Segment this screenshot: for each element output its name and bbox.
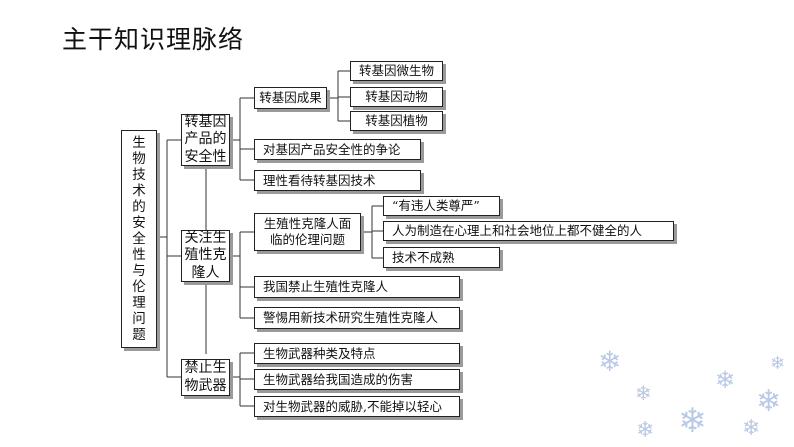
node-cloning-ethics-line: 生殖性克隆人面	[263, 216, 352, 231]
snowflake-icon: ❄	[636, 418, 655, 443]
branch-bioweapons-line: 禁止生	[184, 360, 227, 376]
branch-gmo-safety: 转基因 产品的 安全性	[181, 114, 230, 166]
root-char: 物	[132, 151, 146, 167]
snowflake-icon: ❄	[598, 345, 622, 378]
root-node: 生物技术的安全性与伦理问题	[121, 130, 157, 348]
node-gmo-achievements: 转基因成果	[254, 87, 327, 109]
root-char: 问	[132, 311, 146, 327]
node-gmo-plant: 转基因植物	[350, 111, 443, 131]
root-char: 术	[132, 183, 146, 199]
branch-cloning-line: 殖性克	[184, 247, 227, 264]
node-immature-tech: 技术不成熟	[383, 247, 500, 268]
root-char: 生	[132, 135, 146, 151]
node-cloning-ethics-line: 临的伦理问题	[269, 232, 345, 247]
node-unhealthy-person: 人为制造在心理上和社会地位上都不健全的人	[383, 221, 674, 241]
snowflake-icon: ❄	[715, 366, 736, 394]
node-bioweapon-attitude: 对生物武器的威胁,不能掉以轻心	[254, 396, 460, 417]
node-bioweapon-types: 生物武器种类及特点	[254, 343, 460, 364]
root-char: 题	[132, 327, 146, 343]
page-title: 主干知识理脉络	[62, 25, 245, 54]
snowflake-icon: ❄	[770, 353, 786, 374]
node-gmo-animal: 转基因动物	[350, 87, 443, 107]
node-violates-dignity: “有违人类尊严”	[383, 196, 500, 216]
root-char: 安	[132, 215, 146, 231]
snowflake-icon: ❄	[756, 384, 782, 419]
branch-bioweapons: 禁止生 物武器	[181, 359, 230, 396]
snowflake-icon: ❄	[635, 381, 652, 405]
branch-reproductive-cloning: 关注生 殖性克 隆人	[181, 230, 230, 282]
root-char: 性	[132, 247, 146, 263]
root-char: 伦	[132, 279, 146, 295]
snowflake-icon: ❄	[742, 416, 761, 441]
node-gmo-microorganism: 转基因微生物	[350, 61, 443, 81]
root-char: 理	[132, 295, 146, 311]
root-char: 全	[132, 231, 146, 247]
node-china-ban: 我国禁止生殖性克隆人	[254, 276, 460, 298]
root-char: 的	[132, 199, 146, 215]
root-char: 技	[132, 167, 146, 183]
node-bioweapon-harm: 生物武器给我国造成的伤害	[254, 369, 460, 390]
branch-cloning-line: 关注生	[184, 229, 227, 246]
root-char: 与	[132, 263, 146, 279]
node-cloning-ethics: 生殖性克隆人面 临的伦理问题	[254, 213, 361, 251]
snowflake-icon: ❄	[678, 401, 707, 441]
branch-cloning-line: 隆人	[191, 264, 220, 281]
branch-gmo-safety-line: 转基因	[184, 113, 227, 130]
branch-gmo-safety-line: 产品的	[184, 131, 227, 148]
branch-bioweapons-line: 物武器	[184, 377, 227, 394]
node-vigilance: 警惕用新技术研究生殖性克隆人	[254, 307, 460, 329]
node-gmo-debate: 对基因产品安全性的争论	[254, 139, 421, 160]
branch-gmo-safety-line: 安全性	[184, 148, 227, 165]
node-gmo-rational: 理性看待转基因技术	[254, 170, 421, 191]
